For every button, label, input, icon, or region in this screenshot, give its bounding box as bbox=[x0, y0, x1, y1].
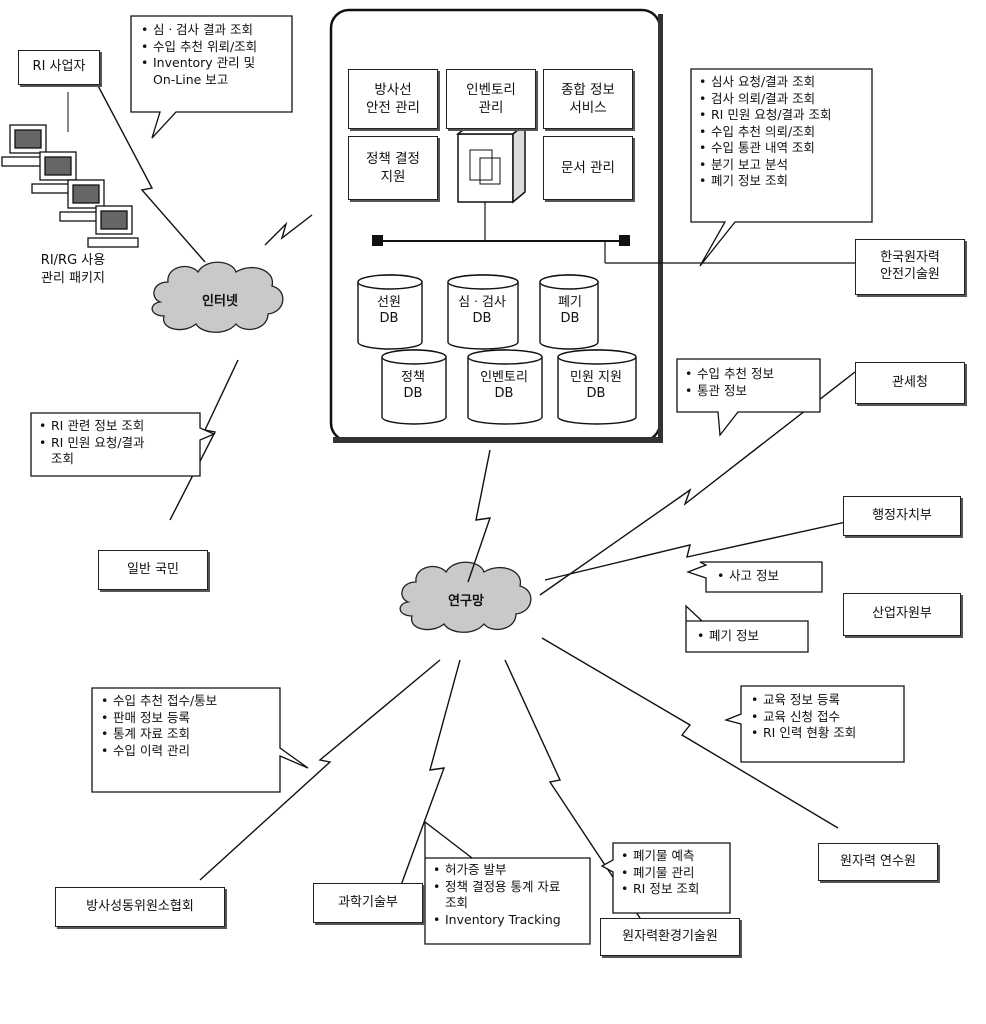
entity-ri-operator: RI 사업자 bbox=[18, 50, 100, 85]
callout-item: 교육 정보 등록 bbox=[750, 692, 856, 709]
callout-item: Inventory 관리 및 On-Line 보고 bbox=[140, 55, 257, 88]
entity-ri-package: RI/RG 사용 관리 패키지 bbox=[18, 252, 128, 288]
callout-item: 폐기 정보 조회 bbox=[698, 173, 832, 190]
internet-label: 인터넷 bbox=[190, 290, 250, 309]
callout-item: 수입 추천 의뢰/조회 bbox=[698, 124, 832, 141]
callout-item: RI 정보 조회 bbox=[620, 881, 699, 898]
link-internet-server bbox=[265, 215, 312, 245]
callout-item: 정책 결정용 통계 자료 조회 bbox=[432, 879, 561, 912]
callout-item: Inventory Tracking bbox=[432, 912, 561, 929]
callout-item: 허가증 발부 bbox=[432, 862, 561, 879]
entity-kins: 한국원자력 안전기술원 bbox=[855, 239, 965, 295]
module-radiation-safety: 방사선 안전 관리 bbox=[348, 69, 438, 129]
callout-item: 수입 통관 내역 조회 bbox=[698, 140, 832, 157]
entity-customs: 관세청 bbox=[855, 362, 965, 404]
module-info-service: 종합 정보 서비스 bbox=[543, 69, 633, 129]
callout-rsa: 수입 추천 접수/통보판매 정보 등록통계 자료 조회수입 이력 관리 bbox=[100, 693, 217, 759]
entity-rsa: 방사성동위원소협회 bbox=[55, 887, 225, 927]
entity-public: 일반 국민 bbox=[98, 550, 208, 590]
callout-most: 허가증 발부 정책 결정용 통계 자료 조회 Inventory Trackin… bbox=[432, 862, 561, 928]
callout-kins: 심사 요청/결과 조회검사 의뢰/결과 조회RI 민원 요청/결과 조회수입 추… bbox=[698, 74, 832, 190]
callout-item: 사고 정보 bbox=[716, 568, 779, 585]
server-cube-icon bbox=[458, 124, 525, 202]
callout-nets: 폐기물 예측폐기물 관리RI 정보 조회 bbox=[620, 848, 699, 898]
callout-kriti: 교육 정보 등록교육 신청 접수RI 인력 현황 조회 bbox=[750, 692, 856, 742]
entity-mocie: 산업자원부 bbox=[843, 593, 961, 636]
db-policy-label: 정책 DB bbox=[380, 370, 446, 403]
db-source-label: 선원 DB bbox=[356, 295, 422, 328]
callout-item: RI 인력 현황 조회 bbox=[750, 725, 856, 742]
callout-customs: 수입 추천 정보통관 정보 bbox=[684, 366, 774, 399]
callout-item: 판매 정보 등록 bbox=[100, 710, 217, 727]
callout-mogaha: 사고 정보 bbox=[716, 568, 779, 585]
db-disposal-label: 폐기 DB bbox=[540, 295, 600, 328]
callout-item: 수입 추천 위뢰/조회 bbox=[140, 39, 257, 56]
research-net-label: 연구망 bbox=[436, 590, 496, 609]
callout-item: 심ㆍ검사 결과 조회 bbox=[140, 22, 257, 39]
callout-item: RI 민원 요청/결과 조회 bbox=[698, 107, 832, 124]
callout-item: 수입 이력 관리 bbox=[100, 743, 217, 760]
callout-item: 폐기물 예측 bbox=[620, 848, 699, 865]
callout-item: 수입 추천 접수/통보 bbox=[100, 693, 217, 710]
db-inventory-label: 인벤토리 DB bbox=[466, 370, 542, 403]
callout-item: 폐기물 관리 bbox=[620, 865, 699, 882]
computer-icon bbox=[2, 125, 138, 247]
callout-item: 통계 자료 조회 bbox=[100, 726, 217, 743]
callout-mocie: 폐기 정보 bbox=[696, 628, 759, 645]
callout-item: 분기 보고 분석 bbox=[698, 157, 832, 174]
entity-nets: 원자력환경기술원 bbox=[600, 918, 740, 956]
callout-ri-operator: 심ㆍ검사 결과 조회 수입 추천 위뢰/조회 Inventory 관리 및 On… bbox=[140, 22, 257, 88]
callout-item: 교육 신청 접수 bbox=[750, 709, 856, 726]
callout-item: 검사 의뢰/결과 조회 bbox=[698, 91, 832, 108]
callout-item: 수입 추천 정보 bbox=[684, 366, 774, 383]
callout-public: RI 관련 정보 조회 RI 민원 요청/결과 조회 bbox=[38, 418, 145, 468]
callout-item: RI 관련 정보 조회 bbox=[38, 418, 145, 435]
module-policy-support: 정책 결정 지원 bbox=[348, 136, 438, 200]
db-civil-label: 민원 지원 DB bbox=[556, 370, 636, 403]
callout-item: 폐기 정보 bbox=[696, 628, 759, 645]
entity-most: 과학기술부 bbox=[313, 883, 423, 923]
entity-mogaha: 행정자치부 bbox=[843, 496, 961, 536]
entity-kriti: 원자력 연수원 bbox=[818, 843, 938, 881]
module-document: 문서 관리 bbox=[543, 136, 633, 200]
callout-item: 통관 정보 bbox=[684, 383, 774, 400]
callout-item: 심사 요청/결과 조회 bbox=[698, 74, 832, 91]
db-inspection-label: 심ㆍ검사 DB bbox=[445, 295, 519, 328]
callout-item: RI 민원 요청/결과 조회 bbox=[38, 435, 145, 468]
module-inventory: 인벤토리 관리 bbox=[446, 69, 536, 129]
